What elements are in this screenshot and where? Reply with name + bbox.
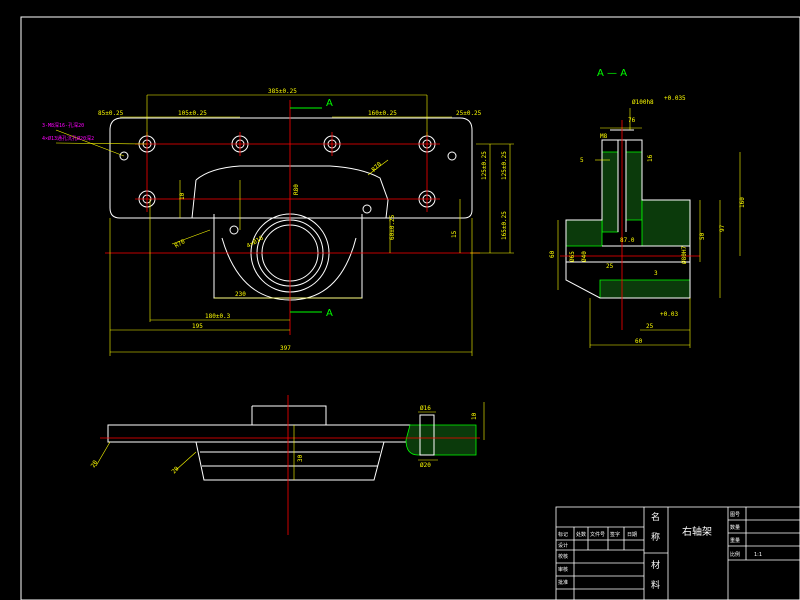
hatch-mid-left [565,219,603,247]
section-mark-bottom: A [326,308,333,319]
dim-right-v2: 125±0.25 [501,151,508,180]
rev-header-count: 处数 [576,531,586,538]
note-through-holes: 4×Ø13通孔沉孔Ø20深2 [42,135,94,142]
name-label-2: 称 [651,531,660,543]
dim-right-radius: R70 [370,161,383,174]
plate-outline [109,117,473,219]
rev-header-file: 文件号 [590,531,605,538]
material-label-2: 料 [651,579,660,591]
dim-bore: Ø80H7 [681,246,688,264]
dim-top-dia: Ø100h8 [632,99,654,106]
title-block [555,506,800,600]
section-arrows [290,107,322,313]
sign-review: 审核 [558,566,568,573]
sign-design: 设计 [558,542,568,549]
dim-right-offset: 25±0.25 [456,110,482,117]
dim-left-offset: 85±0.25 [98,110,124,117]
dim-center-radius: R80 [293,184,300,195]
dim-detail-bottom: Ø20 [420,462,431,469]
dim-depth: 87.0 [620,237,635,244]
weight-label: 重量 [730,537,740,544]
dim-overall-holes: 385±0.25 [268,88,297,95]
dim-right-v1: 125±0.25 [481,151,488,180]
dim-pitch-right: 160±0.25 [368,110,397,117]
front-centerlines [105,100,480,335]
dim-chamfer: 3 [654,270,658,277]
dim-thread: M8 [600,133,608,140]
dim-left-d1: Ø65 [569,251,576,262]
bottom-dimension-texts: 20 20 30 Ø16 Ø20 10 [90,405,478,475]
bottom-detail [405,414,477,456]
bottom-centerlines [100,395,480,535]
sheet-border [20,16,800,600]
front-dimension-lines [55,94,514,356]
dim-total-height: 160 [739,197,746,208]
dim-small-height: 50 [699,232,706,240]
note-threaded-holes: 3-M8深16-孔深20 [42,122,84,129]
section-view: A — A [549,68,746,348]
dim-left-height: 10 [179,192,186,200]
dim-top-width: 76 [628,117,636,124]
title-block-texts: 标记 处数 文件号 签字 日期 设计 校核 审核 批准 名 称 材 料 右轴架 … [558,511,762,591]
rev-header-date: 日期 [627,532,637,538]
rev-header-mark: 标记 [558,531,568,538]
bottom-top-boss [252,405,327,425]
hatch-upper-right [625,151,643,221]
section-mark-top: A [326,98,333,109]
dim-left-height: 60 [549,250,556,258]
dim-inner-width: 230 [235,291,246,298]
rev-header-sign: 签字 [610,531,620,538]
dim-top-tol: +0.035 [664,95,686,102]
sign-check: 校核 [558,553,568,560]
section-outline [565,139,691,299]
dim-detail-side: 10 [471,412,478,420]
boss-outline [195,165,389,219]
dim-right-v4: 60±0.25 [389,214,396,240]
dim-right-v3: 165±0.25 [501,211,508,240]
dim-bottom-width: 60 [635,338,643,345]
dim-ledge-bottom: 25 [646,323,654,330]
dim-bottom-center: 30 [297,454,304,462]
dim-mid-height: 97 [719,224,726,232]
dim-ledge: 25 [606,263,614,270]
bottom-lower-housing [195,441,385,481]
name-label-1: 名 [651,511,660,523]
scale-label: 比例 [730,551,740,558]
front-view [109,117,473,301]
part-name: 右轴架 [682,525,712,538]
dim-pitch-left: 105±0.25 [178,110,207,117]
dim-bore-tol: +0.03 [660,311,678,318]
bottom-dimension-lines [95,402,485,480]
dim-small-v: 15 [451,230,458,238]
dim-left-radius: R70 [174,238,187,250]
hatch-upper-left [601,151,619,233]
dim-left-d2: Ø40 [581,251,588,262]
dim-bottom-mid: 20 [170,465,180,475]
bottom-view [107,405,411,481]
front-dimension-texts: 385±0.25 85±0.25 105±0.25 160±0.25 25±0.… [42,88,508,352]
section-title: A — A [597,68,627,79]
material-label-1: 材 [651,559,660,571]
sign-approve: 批准 [558,579,568,586]
hatch-mid-right [641,199,691,247]
bottom-plate [107,424,411,443]
dim-side-label: 5 [580,157,584,164]
scale-value: 1:1 [754,552,762,558]
dim-half-width: 195 [192,323,203,330]
drawing-no-label: 图号 [730,512,740,518]
dim-overall-width: 397 [280,345,291,352]
dim-lower-width: 180±0.3 [205,313,231,320]
dim-inner-width: 16 [647,154,654,162]
hatch-bottom [599,279,691,299]
dim-detail-top: Ø16 [420,405,431,412]
quantity-label: 数量 [730,524,740,531]
dim-bottom-left: 20 [90,459,100,469]
